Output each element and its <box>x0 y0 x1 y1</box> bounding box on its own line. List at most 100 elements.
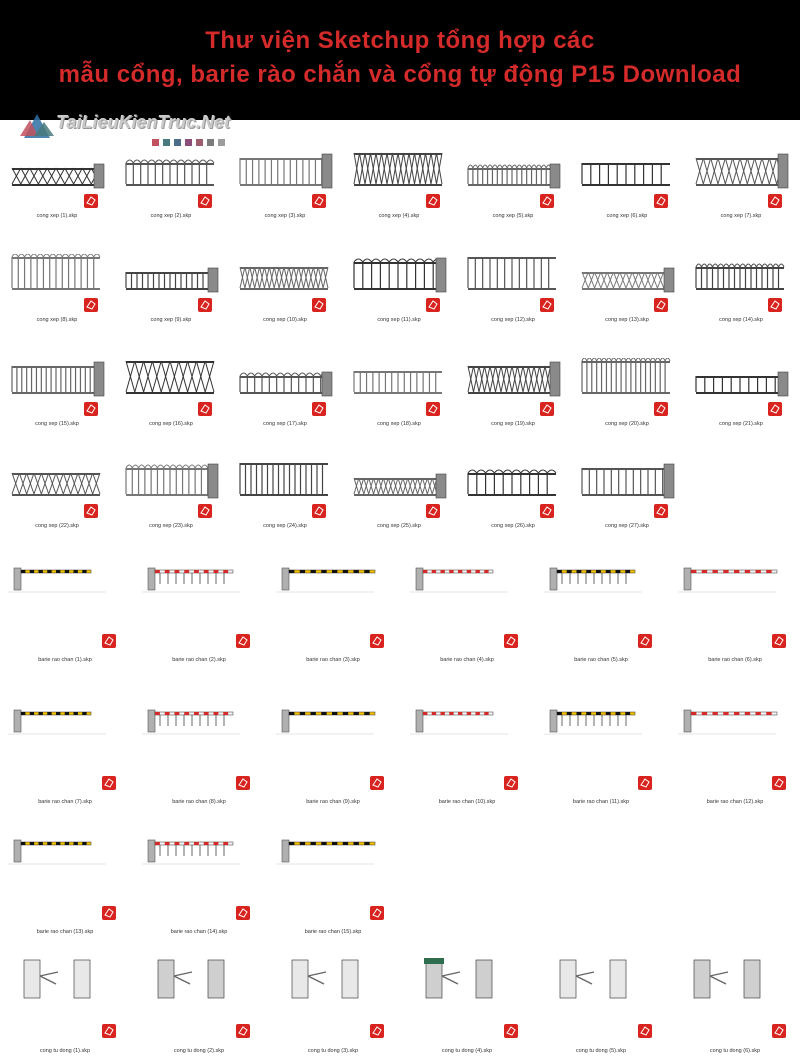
model-tile[interactable]: barie rao chan (10).skp <box>402 696 532 805</box>
model-tile[interactable]: barie rao chan (5).skp <box>536 554 666 663</box>
sketchup-icon <box>768 194 782 208</box>
model-tile[interactable]: cong xep (15).skp <box>0 358 114 458</box>
model-tile[interactable]: cong xep (3).skp <box>228 150 342 250</box>
barrier-thumbnail <box>276 709 376 735</box>
gate-thumbnail <box>125 463 219 499</box>
model-tile[interactable]: barie rao chan (2).skp <box>134 554 264 663</box>
model-tile[interactable]: cong xep (6).skp <box>570 150 684 250</box>
model-tile[interactable]: cong xep (26).skp <box>456 460 570 560</box>
model-tile[interactable]: cong tu dong (3).skp <box>268 956 398 1056</box>
gate-thumbnail <box>581 267 675 293</box>
model-tile[interactable]: barie rao chan (15).skp <box>268 826 398 935</box>
sketchup-icon <box>426 194 440 208</box>
model-tile[interactable]: barie rao chan (3).skp <box>268 554 398 663</box>
gate-thumbnail <box>353 152 443 186</box>
model-tile[interactable]: cong xep (19).skp <box>456 358 570 458</box>
turnstile-thumbnail <box>23 959 91 999</box>
gate-thumbnail <box>11 361 105 397</box>
sketchup-icon <box>102 776 116 790</box>
file-name-label: cong xep (4).skp <box>378 213 420 219</box>
sketchup-icon <box>638 1024 652 1038</box>
model-tile[interactable]: barie rao chan (12).skp <box>670 696 800 805</box>
file-name-label: cong xep (15).skp <box>35 421 79 427</box>
file-name-label: cong xep (22).skp <box>35 523 79 529</box>
sketchup-icon <box>654 504 668 518</box>
model-tile[interactable]: cong xep (25).skp <box>342 460 456 560</box>
gate-thumbnail <box>353 257 447 293</box>
model-tile[interactable]: cong xep (9).skp <box>114 254 228 354</box>
model-tile[interactable]: cong tu dong (2).skp <box>134 956 264 1056</box>
file-name-label: cong tu dong (2).skp <box>173 1048 225 1054</box>
model-tile[interactable]: cong xep (4).skp <box>342 150 456 250</box>
swatch <box>196 139 203 146</box>
model-tile[interactable]: barie rao chan (9).skp <box>268 696 398 805</box>
model-tile[interactable]: cong xep (24).skp <box>228 460 342 560</box>
file-name-label: cong tu dong (1).skp <box>39 1048 91 1054</box>
sketchup-icon <box>540 504 554 518</box>
site-logo: TaiLieuKienTruc.Net <box>20 108 260 142</box>
model-tile[interactable]: cong xep (14).skp <box>684 254 798 354</box>
model-tile[interactable]: cong xep (21).skp <box>684 358 798 458</box>
model-tile[interactable]: barie rao chan (1).skp <box>0 554 130 663</box>
model-tile[interactable]: cong xep (2).skp <box>114 150 228 250</box>
file-name-label: cong xep (27).skp <box>605 523 649 529</box>
file-name-label: barie rao chan (9).skp <box>306 799 360 805</box>
model-tile[interactable]: cong xep (10).skp <box>228 254 342 354</box>
model-tile[interactable]: cong xep (23).skp <box>114 460 228 560</box>
model-tile[interactable]: cong tu dong (1).skp <box>0 956 130 1056</box>
sketchup-icon <box>654 194 668 208</box>
sketchup-icon <box>504 634 518 648</box>
model-tile[interactable]: cong xep (16).skp <box>114 358 228 458</box>
model-tile[interactable]: cong xep (7).skp <box>684 150 798 250</box>
sketchup-icon <box>540 194 554 208</box>
model-tile[interactable]: cong xep (13).skp <box>570 254 684 354</box>
file-name-label: cong xep (24).skp <box>263 523 307 529</box>
barrier-thumbnail <box>8 839 106 865</box>
title-line-2: mẫu cổng, barie rào chắn và cổng tự động… <box>58 61 742 88</box>
sketchup-icon <box>198 298 212 312</box>
turnstile-thumbnail <box>424 958 493 999</box>
model-tile[interactable]: barie rao chan (11).skp <box>536 696 666 805</box>
model-tile[interactable]: cong xep (11).skp <box>342 254 456 354</box>
model-tile[interactable]: cong xep (12).skp <box>456 254 570 354</box>
barrier-thumbnail <box>410 567 508 593</box>
model-tile[interactable]: cong xep (5).skp <box>456 150 570 250</box>
model-tile[interactable]: cong tu dong (6).skp <box>670 956 800 1056</box>
file-name-label: cong xep (23).skp <box>149 523 193 529</box>
gate-thumbnail <box>239 463 328 496</box>
turnstile-thumbnail <box>693 959 761 999</box>
gate-thumbnail <box>11 472 101 496</box>
file-name-label: cong xep (10).skp <box>263 317 307 323</box>
sketchup-icon <box>236 634 250 648</box>
gate-thumbnail <box>353 371 442 394</box>
sketchup-icon <box>198 402 212 416</box>
file-name-label: barie rao chan (10).skp <box>438 799 496 805</box>
model-tile[interactable]: cong xep (18).skp <box>342 358 456 458</box>
file-name-label: cong xep (5).skp <box>492 213 534 219</box>
model-tile[interactable]: cong xep (22).skp <box>0 460 114 560</box>
model-tile[interactable]: barie rao chan (7).skp <box>0 696 130 805</box>
model-tile[interactable]: cong tu dong (4).skp <box>402 956 532 1056</box>
model-tile[interactable]: cong xep (27).skp <box>570 460 684 560</box>
title-banner: Thư viện Sketchup tổng hợp các mẫu cổng,… <box>0 0 800 120</box>
model-tile[interactable]: cong xep (1).skp <box>0 150 114 250</box>
model-tile[interactable]: barie rao chan (4).skp <box>402 554 532 663</box>
model-tile[interactable]: barie rao chan (13).skp <box>0 826 130 935</box>
file-name-label: barie rao chan (11).skp <box>572 799 630 805</box>
model-tile[interactable]: cong xep (8).skp <box>0 254 114 354</box>
model-tile[interactable]: cong xep (20).skp <box>570 358 684 458</box>
model-tile[interactable]: cong xep (17).skp <box>228 358 342 458</box>
barrier-thumbnail <box>544 567 642 593</box>
gate-thumbnail <box>581 463 675 499</box>
model-tile[interactable]: barie rao chan (8).skp <box>134 696 264 805</box>
sketchup-icon <box>772 1024 786 1038</box>
sketchup-icon <box>768 402 782 416</box>
turnstile-thumbnail <box>559 959 627 999</box>
model-tile[interactable]: barie rao chan (6).skp <box>670 554 800 663</box>
model-tile[interactable]: cong tu dong (5).skp <box>536 956 666 1056</box>
file-name-label: cong xep (20).skp <box>605 421 649 427</box>
swatch <box>218 139 225 146</box>
sketchup-icon <box>426 402 440 416</box>
file-name-label: cong tu dong (6).skp <box>709 1048 761 1054</box>
model-tile[interactable]: barie rao chan (14).skp <box>134 826 264 935</box>
